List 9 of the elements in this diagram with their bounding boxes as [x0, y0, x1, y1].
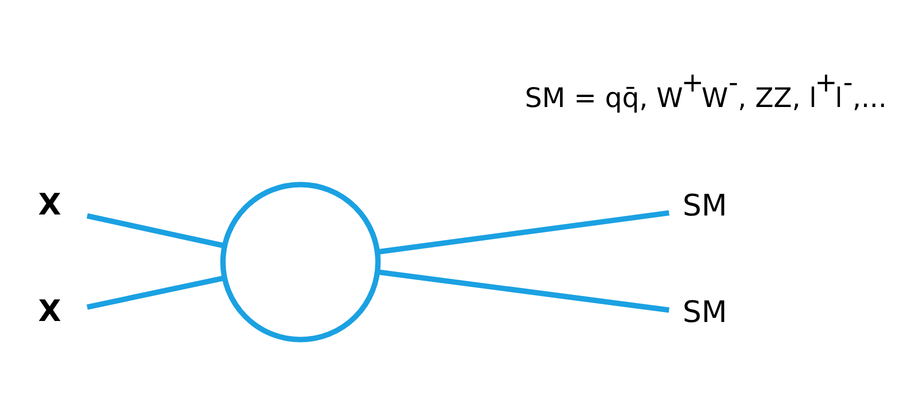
node-circle — [220, 181, 381, 342]
node-text: X — [38, 186, 62, 221]
connector — [86, 212, 226, 248]
node-text: X — [38, 292, 62, 328]
connector — [377, 210, 670, 254]
connector — [86, 274, 226, 310]
connector — [377, 268, 670, 312]
node-text: SM — [682, 187, 728, 222]
node-text: SM — [682, 294, 728, 329]
